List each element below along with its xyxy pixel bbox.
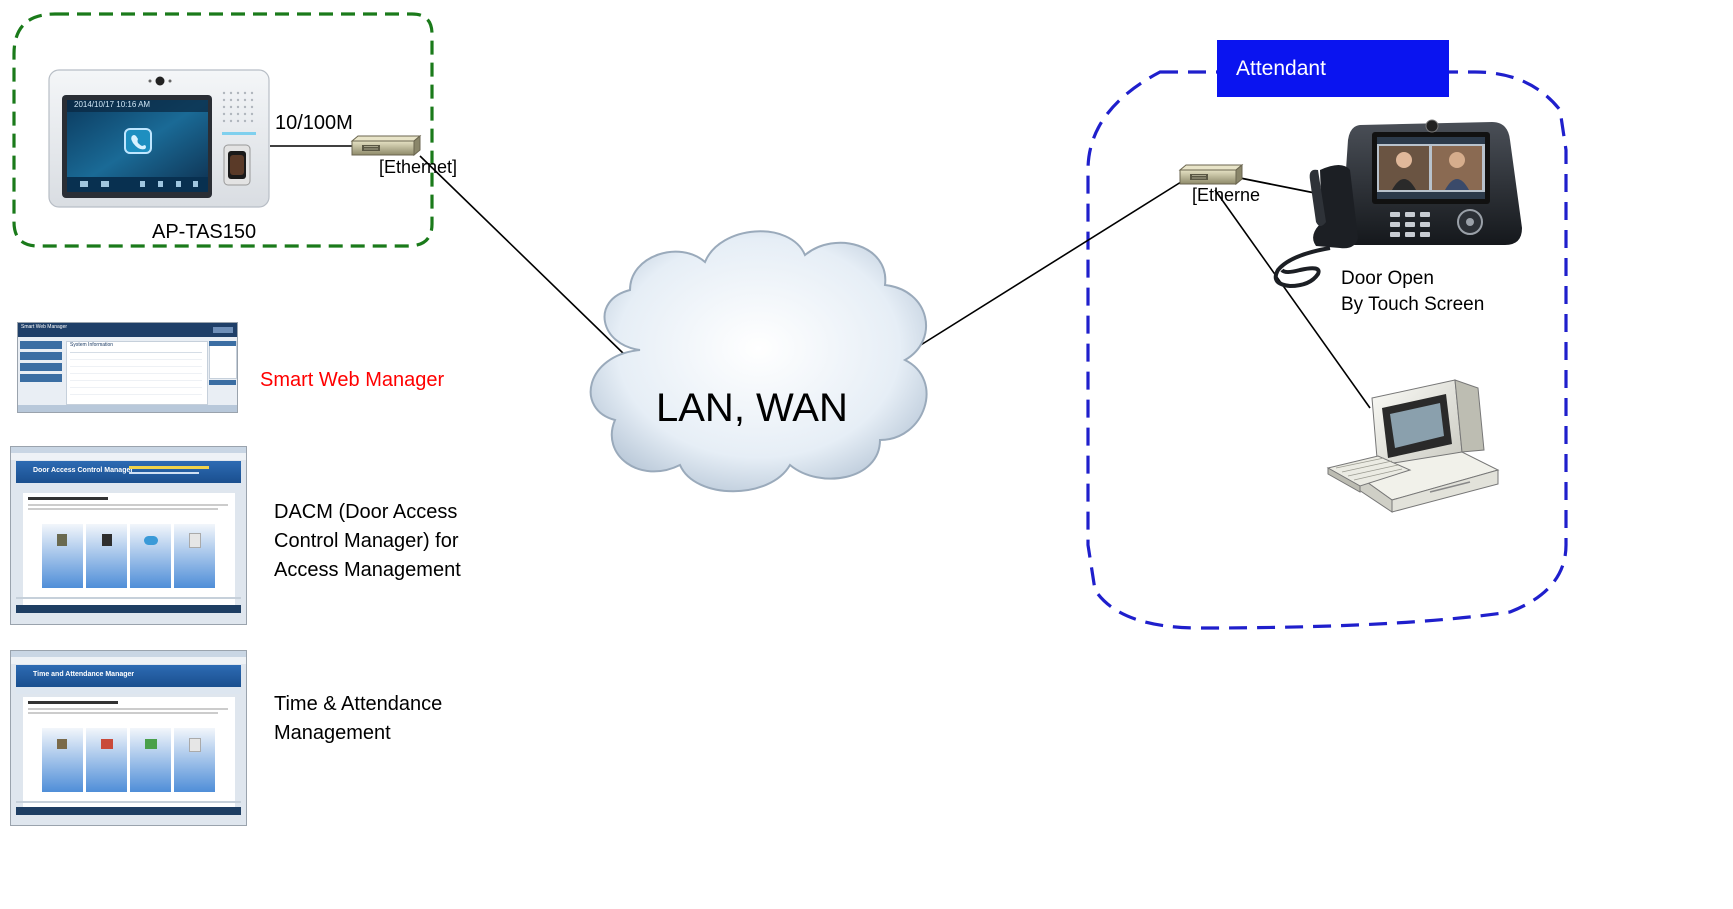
swm-header-title: Smart Web Manager <box>21 324 68 330</box>
device-name-label: AP-TAS150 <box>152 221 257 243</box>
attendant-title: Attendant <box>1236 57 1326 80</box>
smart-web-manager-thumbnail: Smart Web Manager System Information <box>17 322 238 413</box>
ip-video-phone-icon <box>1273 119 1522 289</box>
ta-window-title: Time and Attendance Manager <box>33 671 135 678</box>
ap-tas150-device <box>48 69 270 208</box>
cloud-label: LAN, WAN <box>656 386 848 430</box>
dacm-window-title: Door Access Control Manager <box>33 467 134 474</box>
device-screen-time: 2014/10/17 10:16 AM <box>74 100 151 109</box>
ethernet-hub-icon <box>350 134 422 157</box>
desktop-computer-icon <box>1326 379 1500 513</box>
cloud-shape <box>589 230 928 493</box>
device-boundary <box>12 12 434 248</box>
door-open-line1: Door Open <box>1341 268 1434 289</box>
dacm-thumbnail: Door Access Control Manager <box>10 446 247 625</box>
dacm-line1: DACM (Door Access <box>274 501 458 523</box>
attendant-title-box <box>1217 40 1449 97</box>
dacm-line2: Control Manager) for <box>274 530 459 552</box>
ethernet-right-label: [Etherne <box>1192 185 1261 205</box>
ta-thumbnail: Time and Attendance Manager <box>10 650 247 826</box>
dacm-line3: Access Management <box>274 559 461 581</box>
link-speed-label: 10/100M <box>275 112 353 134</box>
door-open-line2: By Touch Screen <box>1341 294 1485 315</box>
link-hub-to-cloud <box>419 155 627 357</box>
smart-web-manager-label: Smart Web Manager <box>260 369 445 391</box>
link-cloud-to-hub-right <box>899 181 1182 359</box>
ethernet-left-label: [Ethernet] <box>379 157 458 177</box>
ethernet-hub-icon <box>1178 163 1244 186</box>
swm-panel-title: System Information <box>70 342 114 348</box>
ta-line1: Time & Attendance <box>274 693 443 715</box>
ta-line2: Management <box>274 722 391 744</box>
call-icon <box>124 128 152 154</box>
link-hub-to-pc <box>1214 189 1371 409</box>
